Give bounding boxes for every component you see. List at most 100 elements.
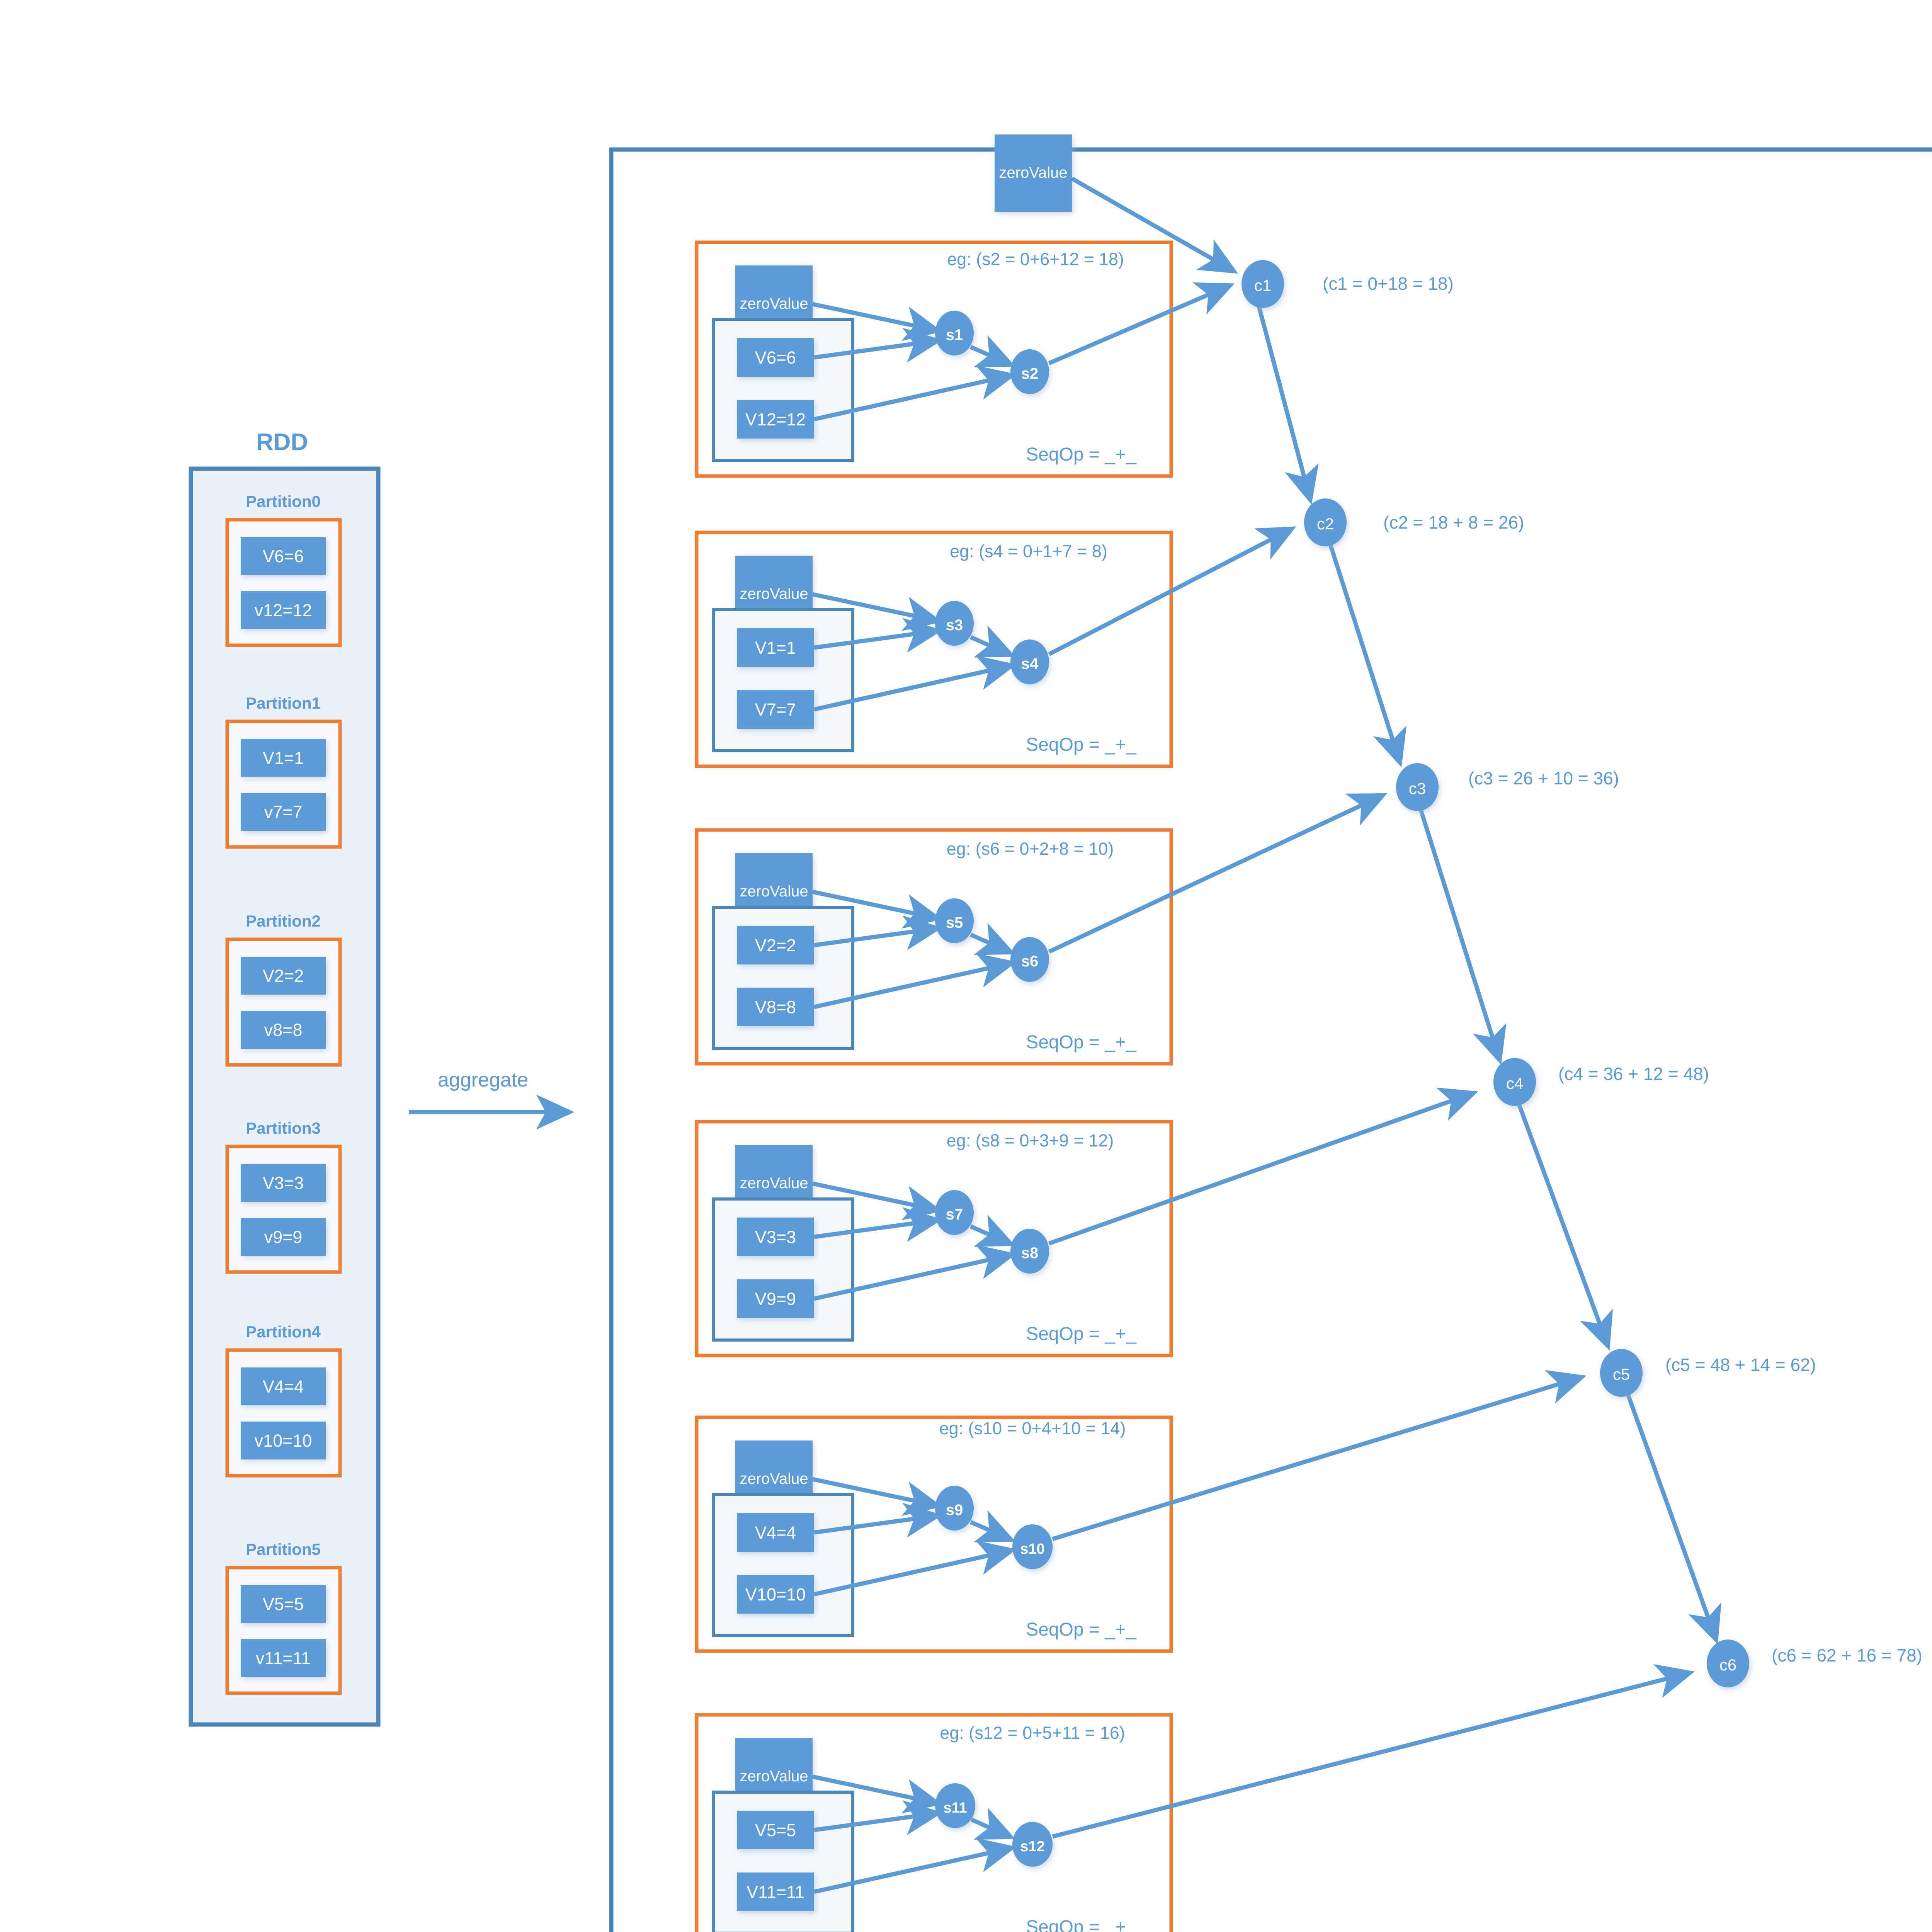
seq-node-s12[interactable]: [1012, 1822, 1053, 1867]
aggregate-transition: aggregate: [409, 1069, 575, 1130]
value-box-1-1[interactable]: [241, 793, 326, 831]
value-box-3-1[interactable]: [241, 1218, 326, 1256]
comb-node-label-c5: c5: [1613, 1365, 1630, 1383]
partition-label-1: Partition1: [246, 694, 321, 712]
seq-node-s9[interactable]: [935, 1486, 974, 1531]
edge-s12-to-c6: [1052, 1664, 1695, 1839]
value-box-2-1[interactable]: [241, 1011, 326, 1049]
seq-value-box-0-0[interactable]: [737, 338, 814, 377]
edge-v1-to-s2-0: [813, 365, 1017, 422]
comb-node-c3[interactable]: [1396, 763, 1439, 811]
seq-node-s4[interactable]: [1010, 639, 1049, 684]
seq-node-label-s12: s12: [1020, 1838, 1044, 1855]
value-label-1-1: v7=7: [264, 802, 303, 822]
seq-node-s7[interactable]: [935, 1190, 974, 1235]
partition-group-3[interactable]: Partition3 V3=3 v9=9: [225, 1119, 342, 1274]
edge-s9-to-s10-4: [969, 1510, 1016, 1543]
seq-value-box-3-0[interactable]: [737, 1218, 814, 1256]
seq-node-label-s10: s10: [1020, 1541, 1044, 1557]
seq-value-box-4-0[interactable]: [737, 1513, 814, 1552]
comb-node-group-c3[interactable]: c3 (c3 = 26 + 10 = 36): [1396, 763, 1619, 811]
value-box-4-0[interactable]: [241, 1367, 326, 1405]
partition-group-5[interactable]: Partition5 V5=5 v11=11: [225, 1540, 342, 1695]
comb-node-group-c4[interactable]: c4 (c4 = 36 + 12 = 48): [1493, 1058, 1709, 1106]
seq-node-label-s6: s6: [1021, 953, 1039, 970]
value-box-5-0[interactable]: [241, 1585, 326, 1623]
value-box-1-0[interactable]: [241, 739, 326, 777]
top-zero-value-box[interactable]: [995, 134, 1072, 212]
edge-zero-to-s1-0: [812, 302, 943, 341]
comb-node-group-c6[interactable]: c6 (c6 = 62 + 16 = 78): [1707, 1639, 1922, 1687]
partition-group-1[interactable]: Partition1 V1=1 v7=7: [225, 694, 342, 849]
seq-value-label-1-1: V7=7: [755, 700, 796, 719]
comb-node-group-c2[interactable]: c2 (c2 = 18 + 8 = 26): [1304, 498, 1524, 546]
comb-node-label-c4: c4: [1506, 1074, 1523, 1092]
seq-node-s3[interactable]: [935, 601, 974, 646]
value-label-3-0: V3=3: [263, 1173, 304, 1193]
comb-node-c1[interactable]: [1242, 260, 1284, 308]
edge-v0-to-s3-1: [814, 618, 943, 653]
comb-result-label-c3: (c3 = 26 + 10 = 36): [1468, 768, 1619, 788]
comb-node-group-c1[interactable]: c1 (c1 = 0+18 = 18): [1242, 260, 1454, 308]
seq-value-box-0-1[interactable]: [737, 400, 814, 439]
value-label-5-0: V5=5: [263, 1594, 304, 1614]
partition-group-4[interactable]: Partition4 V4=4 v10=10: [225, 1323, 342, 1478]
seq-node-s6[interactable]: [1010, 937, 1049, 982]
seq-node-s1[interactable]: [935, 311, 974, 355]
seq-value-label-2-1: V8=8: [755, 997, 796, 1017]
partition-label-0: Partition0: [246, 492, 321, 510]
edge-c5-to-c6: [1624, 1390, 1721, 1645]
seq-node-s11[interactable]: [935, 1783, 975, 1828]
edge-s1-to-s2-0: [969, 335, 1016, 367]
top-zero-value-group[interactable]: zeroValue: [995, 134, 1238, 274]
seq-value-box-2-0[interactable]: [737, 926, 814, 964]
value-box-2-0[interactable]: [241, 957, 326, 995]
comb-node-c2[interactable]: [1304, 498, 1347, 546]
seq-value-box-2-1[interactable]: [737, 988, 814, 1026]
seq-node-s5[interactable]: [935, 898, 974, 943]
seq-node-s2[interactable]: [1010, 349, 1049, 394]
seq-value-box-1-1[interactable]: [737, 690, 814, 729]
seq-node-s8[interactable]: [1010, 1229, 1049, 1274]
edge-s6-to-c3: [1048, 793, 1387, 954]
edge-zero-to-s7-3: [812, 1181, 943, 1221]
value-box-0-1[interactable]: [241, 591, 326, 629]
value-box-4-1[interactable]: [241, 1422, 326, 1459]
partition-group-0[interactable]: Partition0 V6=6 v12=12: [225, 492, 342, 647]
seq-value-label-4-0: V4=4: [755, 1523, 796, 1543]
seq-node-s10[interactable]: [1012, 1524, 1053, 1569]
seq-value-box-5-1[interactable]: [737, 1872, 814, 1911]
seq-value-box-3-1[interactable]: [737, 1279, 814, 1318]
comb-node-group-c5[interactable]: c5 (c5 = 48 + 14 = 62): [1600, 1349, 1816, 1397]
seq-eg-label-0: eg: (s2 = 0+6+12 = 18): [947, 249, 1124, 269]
partition-label-5: Partition5: [246, 1540, 321, 1558]
value-box-3-0[interactable]: [241, 1164, 326, 1202]
edge-v0-to-s11-5: [814, 1800, 943, 1835]
value-label-2-0: V2=2: [263, 966, 304, 986]
comb-node-c4[interactable]: [1493, 1058, 1536, 1106]
value-box-0-0[interactable]: [241, 537, 326, 575]
seq-value-box-4-1[interactable]: [737, 1575, 814, 1614]
seq-value-box-1-0[interactable]: [737, 628, 814, 667]
edge-v1-to-s4-1: [813, 655, 1017, 712]
edge-c4-to-c5: [1516, 1102, 1613, 1351]
comb-node-c6[interactable]: [1707, 1639, 1749, 1687]
comb-node-c5[interactable]: [1600, 1349, 1643, 1397]
seq-value-label-3-1: V9=9: [755, 1289, 796, 1309]
seq-value-box-5-0[interactable]: [737, 1811, 814, 1849]
edge-s10-to-c5: [1052, 1370, 1587, 1541]
value-box-5-1[interactable]: [241, 1639, 326, 1677]
aggregate-label: aggregate: [438, 1069, 528, 1091]
partition-group-2[interactable]: Partition2 V2=2 v8=8: [225, 912, 342, 1067]
seq-op-label-1: SeqOp = _+_: [1026, 735, 1137, 755]
seq-zero-label-2: zeroValue: [740, 883, 808, 900]
seq-block-2: eg: (s6 = 0+2+8 = 10) zeroValue V2=2 V8=…: [695, 793, 1387, 1066]
edge-v0-to-s7-3: [814, 1207, 943, 1242]
seq-node-label-s7: s7: [946, 1206, 963, 1223]
edge-v1-to-s6-2: [813, 953, 1017, 1009]
edge-s8-to-c4: [1048, 1087, 1478, 1246]
edge-v1-to-s10-4: [813, 1540, 1017, 1597]
edge-s4-to-c2: [1048, 526, 1296, 656]
rdd-container: [189, 466, 381, 1727]
seq-node-label-s3: s3: [946, 617, 963, 634]
